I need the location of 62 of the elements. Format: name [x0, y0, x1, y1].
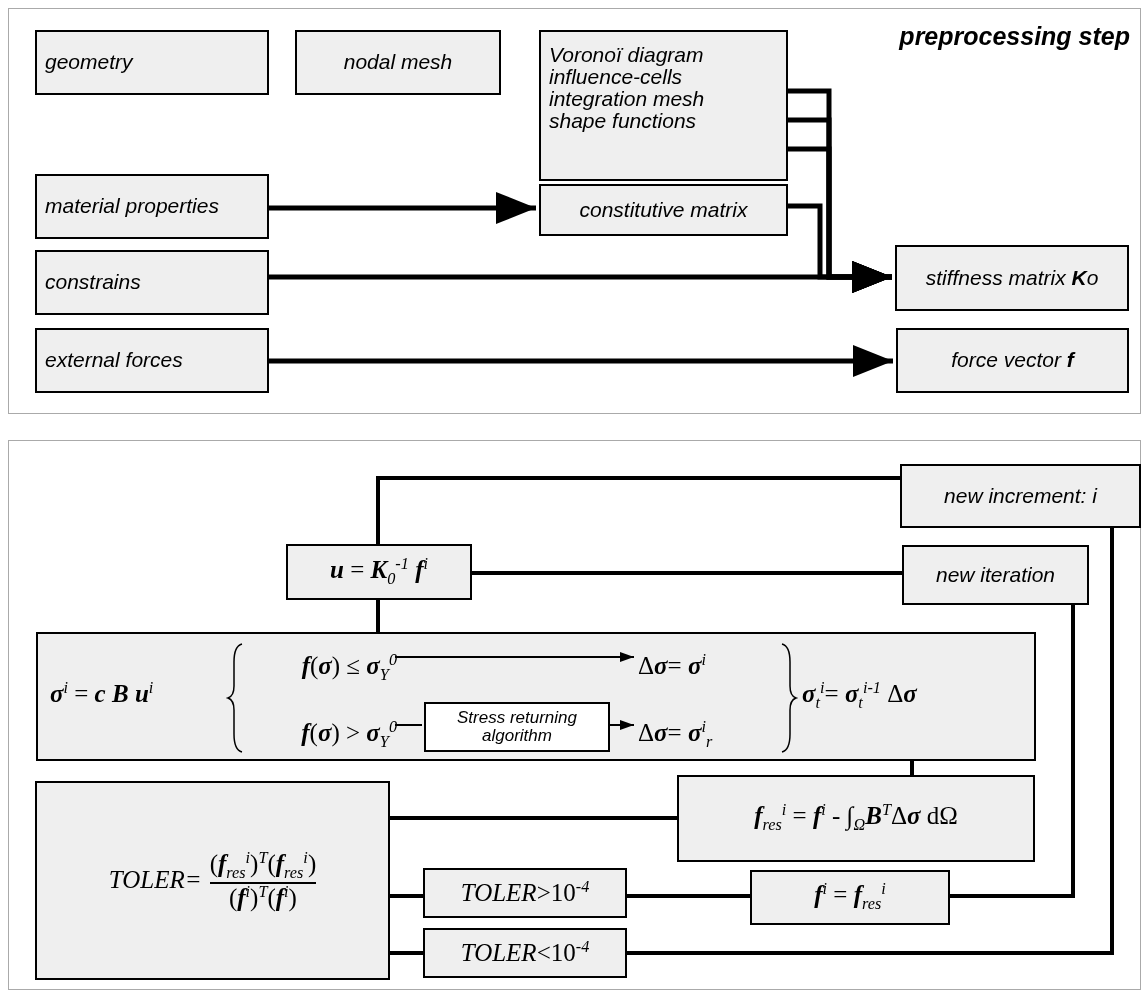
- connector-line: [910, 761, 914, 775]
- process-box: [35, 30, 269, 95]
- label-text: influence-cells: [549, 66, 683, 89]
- arrow: [607, 720, 635, 730]
- connector-line: [390, 894, 423, 898]
- process-box: [902, 545, 1089, 605]
- label-text: stiffness matrix Ko: [925, 266, 1099, 289]
- process-box: [424, 702, 610, 752]
- label-text: TOLER<10$^{-4}$: [460, 939, 590, 967]
- connector-line: [472, 571, 902, 575]
- label-text: external forces: [45, 349, 183, 372]
- connector-line: [394, 724, 423, 726]
- process-box: [295, 30, 501, 95]
- connector-line: [376, 476, 900, 544]
- process-box: [35, 328, 269, 393]
- arrow: [268, 345, 893, 377]
- arrow: [394, 652, 635, 662]
- label-text: constitutive matrix: [579, 198, 748, 221]
- condition-box: [423, 868, 627, 918]
- label-text: nodal mesh: [343, 51, 453, 74]
- formula-text: σ$^{i}$ = c B u$^{i}$: [50, 680, 154, 708]
- label-text: new iteration: [935, 563, 1056, 586]
- condition-box: [423, 928, 627, 978]
- formula-text: σ$_{t}$$^{i}$= σ$_{t}$$^{i-1}$ Δσ: [802, 680, 917, 713]
- connector-line: [950, 605, 1075, 898]
- formula-text: (f$^{i}$)$^{T}$(f$^{i}$): [228, 883, 297, 912]
- section-panel: [8, 8, 1141, 414]
- arrow: [268, 261, 892, 293]
- arrow: [268, 192, 536, 224]
- formula-box: [35, 781, 390, 980]
- process-box: [895, 245, 1129, 311]
- process-box: [35, 250, 269, 315]
- formula-box: [750, 870, 950, 925]
- process-box: [539, 30, 788, 181]
- label-text: Stress returning algorithm: [456, 709, 578, 745]
- formula-text: Δσ= σ$^{i}$: [638, 638, 788, 682]
- formula-box: [677, 775, 1035, 862]
- label-text: u = K$_{0}$$^{-1}$ f$^{i}$: [330, 555, 428, 589]
- label-text: new increment: i: [944, 484, 1097, 507]
- connector-line: [376, 600, 380, 632]
- connector-line: [390, 951, 423, 955]
- process-box: [539, 184, 788, 236]
- label-text: integration mesh: [549, 88, 705, 111]
- formula-text: (f$_{res}$$^{i}$)$^{T}$(f$_{res}$$^{i}$): [209, 849, 317, 882]
- connector-line: [627, 894, 750, 898]
- label-text: TOLER>10$^{-4}$: [460, 879, 590, 907]
- label-text: f$_{res}$$^{i}$ = f$^{i}$ - ∫$_{Ω}$B$^{T}$Δσ dΩ: [754, 802, 958, 835]
- formula-panel: [36, 632, 1036, 761]
- section-heading: preprocessing step: [899, 23, 1130, 50]
- label-text: force vector f: [951, 349, 1074, 372]
- label-text: shape functions: [549, 110, 697, 133]
- process-box: [896, 328, 1129, 393]
- formula-text: TOLER=: [108, 867, 202, 894]
- label-text: Voronoï diagram: [549, 44, 704, 67]
- formula-box: [286, 544, 472, 600]
- label-text: constrains: [45, 271, 141, 294]
- process-box: [35, 174, 269, 239]
- connector-line: [627, 528, 1114, 955]
- label-text: material properties: [45, 195, 219, 218]
- process-box: [900, 464, 1141, 528]
- connector-line: [390, 816, 677, 820]
- label-text: geometry: [45, 51, 133, 74]
